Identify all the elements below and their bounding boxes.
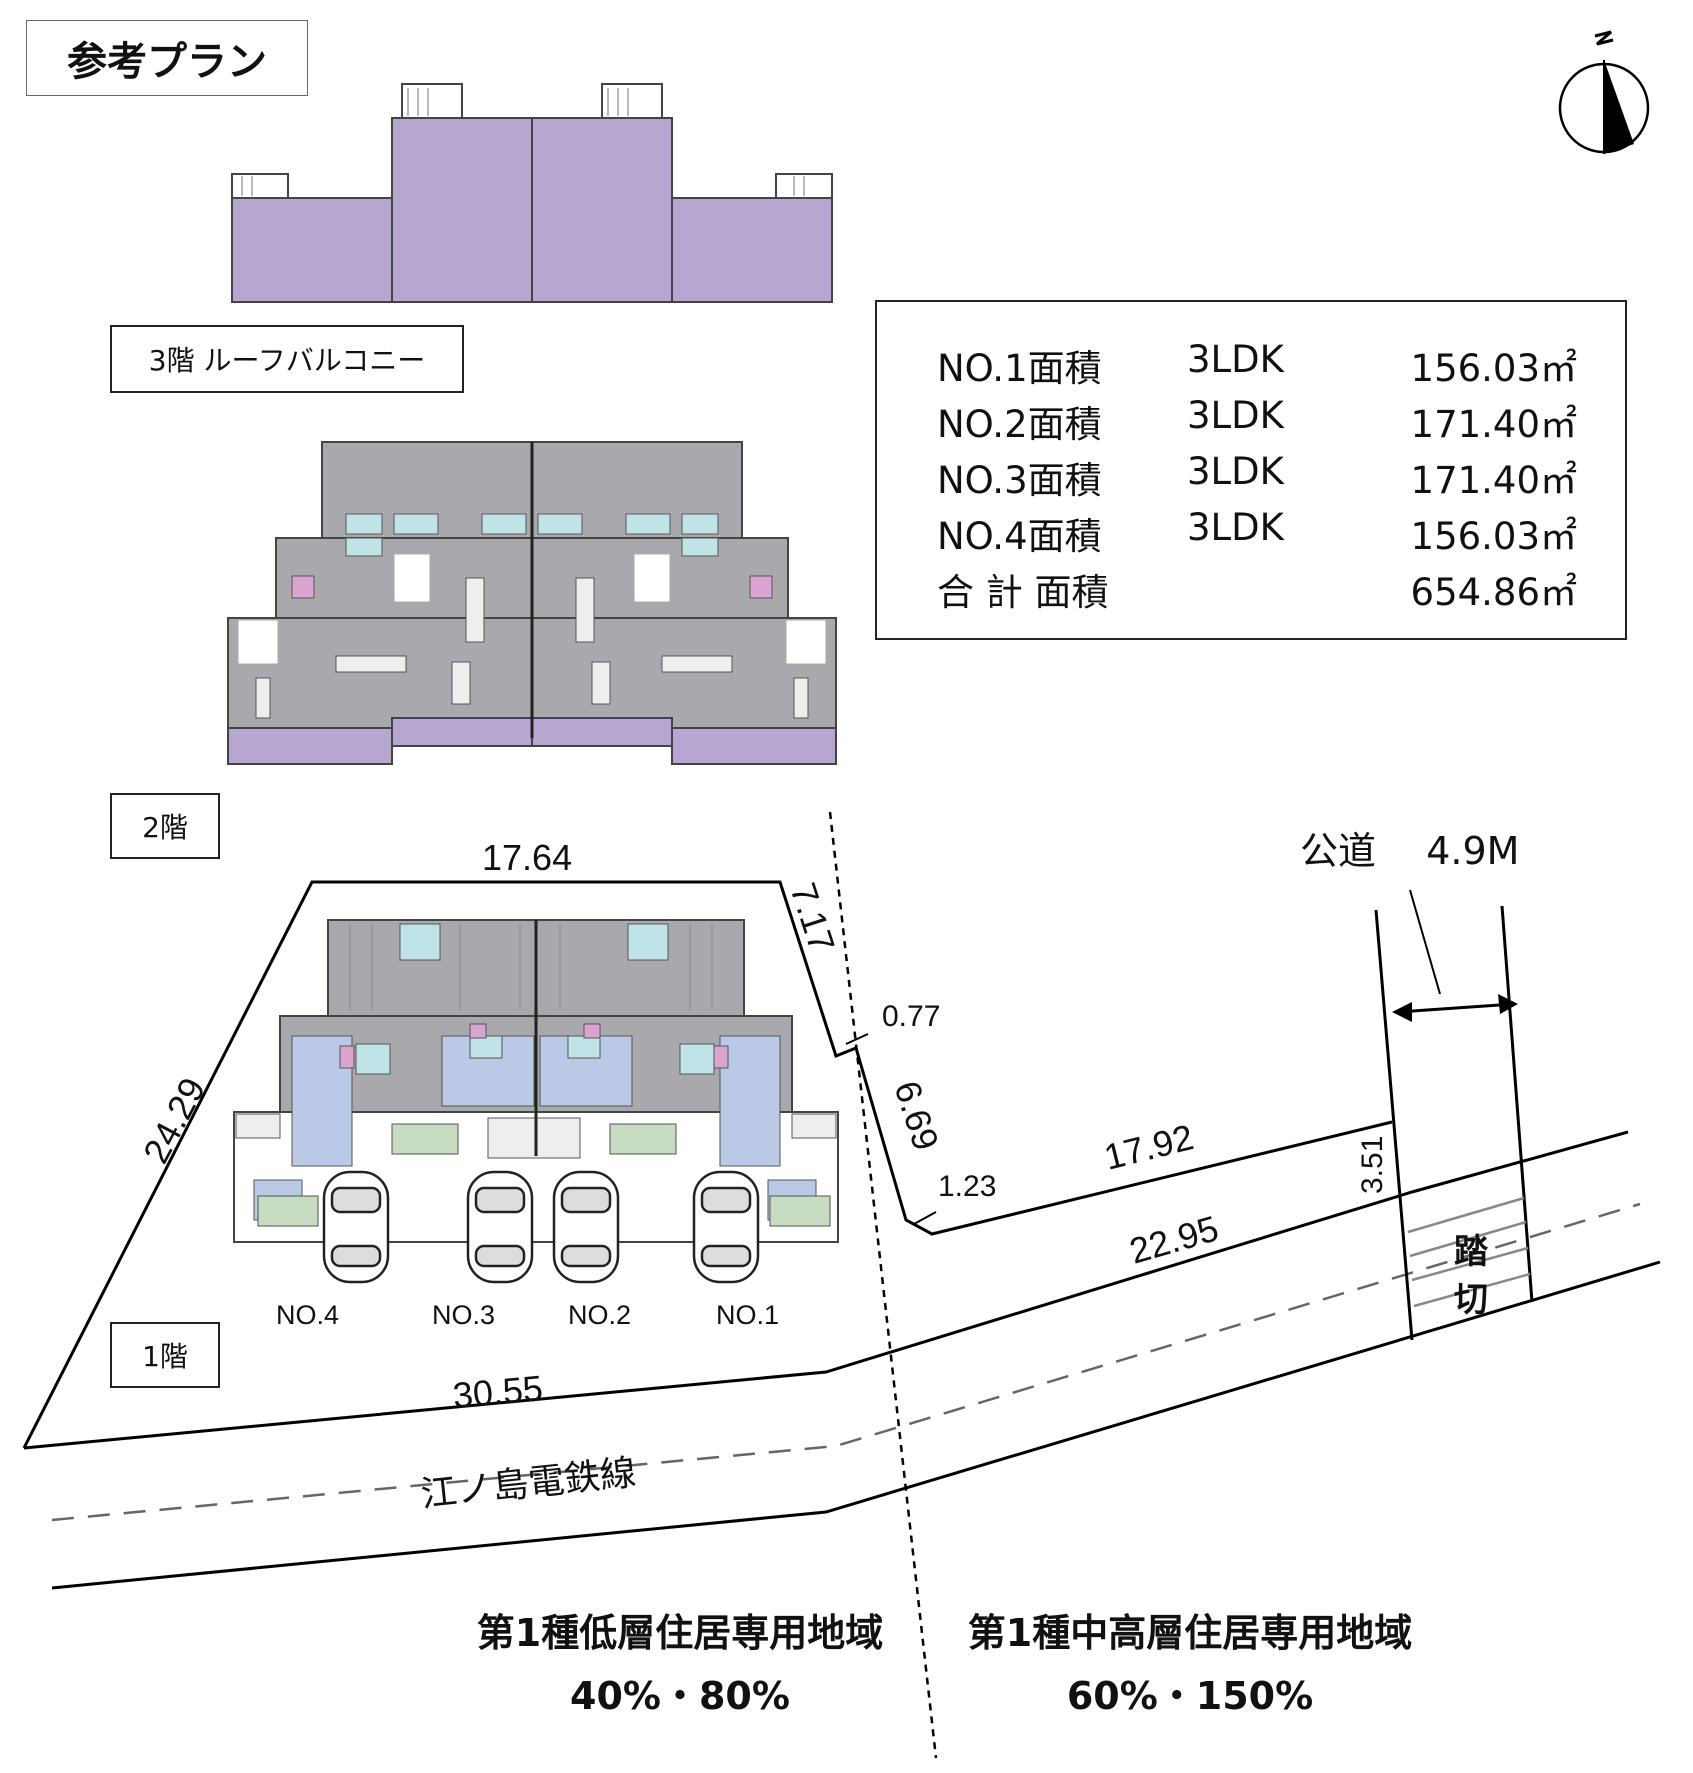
road-width: 4.9M — [1426, 829, 1520, 873]
railway-lower-edge — [51, 1260, 1661, 1590]
car-icons — [322, 1170, 760, 1284]
dim-corner: 1.23 — [938, 1170, 996, 1203]
zone-mid-high-rise: 第1種中高層住居専用地域 60%・150% — [940, 1602, 1440, 1720]
area-row: NO.3面積 3LDK 171.40㎡ — [937, 450, 1577, 506]
road-width-arrow — [1397, 1002, 1515, 1014]
dim-small-offset: 0.77 — [882, 1000, 940, 1033]
floor-label-second: 2階 — [110, 793, 220, 859]
unit-label-no1: NO.1 — [716, 1300, 780, 1330]
floor-label-roof: 3階 ルーフバルコニー — [110, 325, 464, 393]
area-value: 171.40㎡ — [1410, 459, 1577, 502]
dim-bottom-edge: 30.55 — [451, 1367, 544, 1416]
unit-label-no2: NO.2 — [568, 1300, 632, 1330]
dim-road-side: 3.51 — [1356, 1136, 1389, 1194]
dim-mid-edge: 17.92 — [1100, 1116, 1197, 1178]
crossing-label-1: 踏 — [1454, 1232, 1488, 1272]
dim-lower-edge: 22.95 — [1125, 1207, 1223, 1271]
area-type: 3LDK — [1187, 394, 1284, 437]
area-table: NO.1面積 3LDK 156.03㎡ NO.2面積 3LDK 171.40㎡ … — [875, 300, 1627, 640]
road-right-edge — [1500, 905, 1534, 1303]
floor-label-first: 1階 — [110, 1322, 220, 1388]
north-arrow-icon — [1558, 30, 1650, 154]
area-row-total: 合 計 面積 654.86㎡ — [937, 562, 1577, 618]
zone-ratio: 40%・80% — [570, 1674, 790, 1718]
page-title: 参考プラン — [26, 20, 308, 96]
dim-left-edge: 24.29 — [135, 1071, 213, 1170]
area-label: NO.4面積 — [937, 515, 1102, 558]
area-row: NO.2面積 3LDK 171.40㎡ — [937, 394, 1577, 450]
railway-dashed-line — [51, 1202, 1641, 1522]
area-value: 654.86㎡ — [1410, 571, 1577, 614]
dim-right-diag: 6.69 — [886, 1076, 947, 1155]
area-label: NO.3面積 — [937, 459, 1102, 502]
area-row: NO.1面積 3LDK 156.03㎡ — [937, 338, 1577, 394]
area-row: NO.4面積 3LDK 156.03㎡ — [937, 506, 1577, 562]
area-type: 3LDK — [1187, 506, 1284, 549]
dim-upper-right-diag: 7.17 — [782, 878, 843, 957]
area-type: 3LDK — [1187, 450, 1284, 493]
area-value: 171.40㎡ — [1410, 403, 1577, 446]
unit-label-no3: NO.3 — [432, 1300, 496, 1330]
zone-low-rise: 第1種低層住居専用地域 40%・80% — [450, 1602, 910, 1720]
roof-balcony-plan — [231, 83, 833, 303]
road-name: 公道 — [1300, 829, 1377, 873]
zone-name: 第1種低層住居専用地域 — [476, 1611, 884, 1655]
road-label: 公道 4.9M — [1300, 820, 1519, 875]
area-label: NO.2面積 — [937, 403, 1102, 446]
area-value: 156.03㎡ — [1410, 515, 1577, 558]
road-left-edge — [1374, 909, 1414, 1341]
area-label: 合 計 面積 — [937, 571, 1109, 614]
dim-top: 17.64 — [482, 837, 572, 878]
zone-boundary-line — [828, 811, 938, 1759]
area-type: 3LDK — [1187, 338, 1284, 381]
second-floor-plan — [227, 441, 837, 765]
crossing-stripes — [1407, 1196, 1531, 1308]
lot-boundary — [22, 880, 1393, 1449]
unit-label-no4: NO.4 — [276, 1300, 340, 1330]
area-value: 156.03㎡ — [1410, 347, 1577, 390]
area-label: NO.1面積 — [937, 347, 1102, 390]
zone-name: 第1種中高層住居専用地域 — [967, 1611, 1413, 1655]
crossing-label-2: 切 — [1454, 1280, 1488, 1320]
zone-ratio: 60%・150% — [1066, 1674, 1314, 1718]
